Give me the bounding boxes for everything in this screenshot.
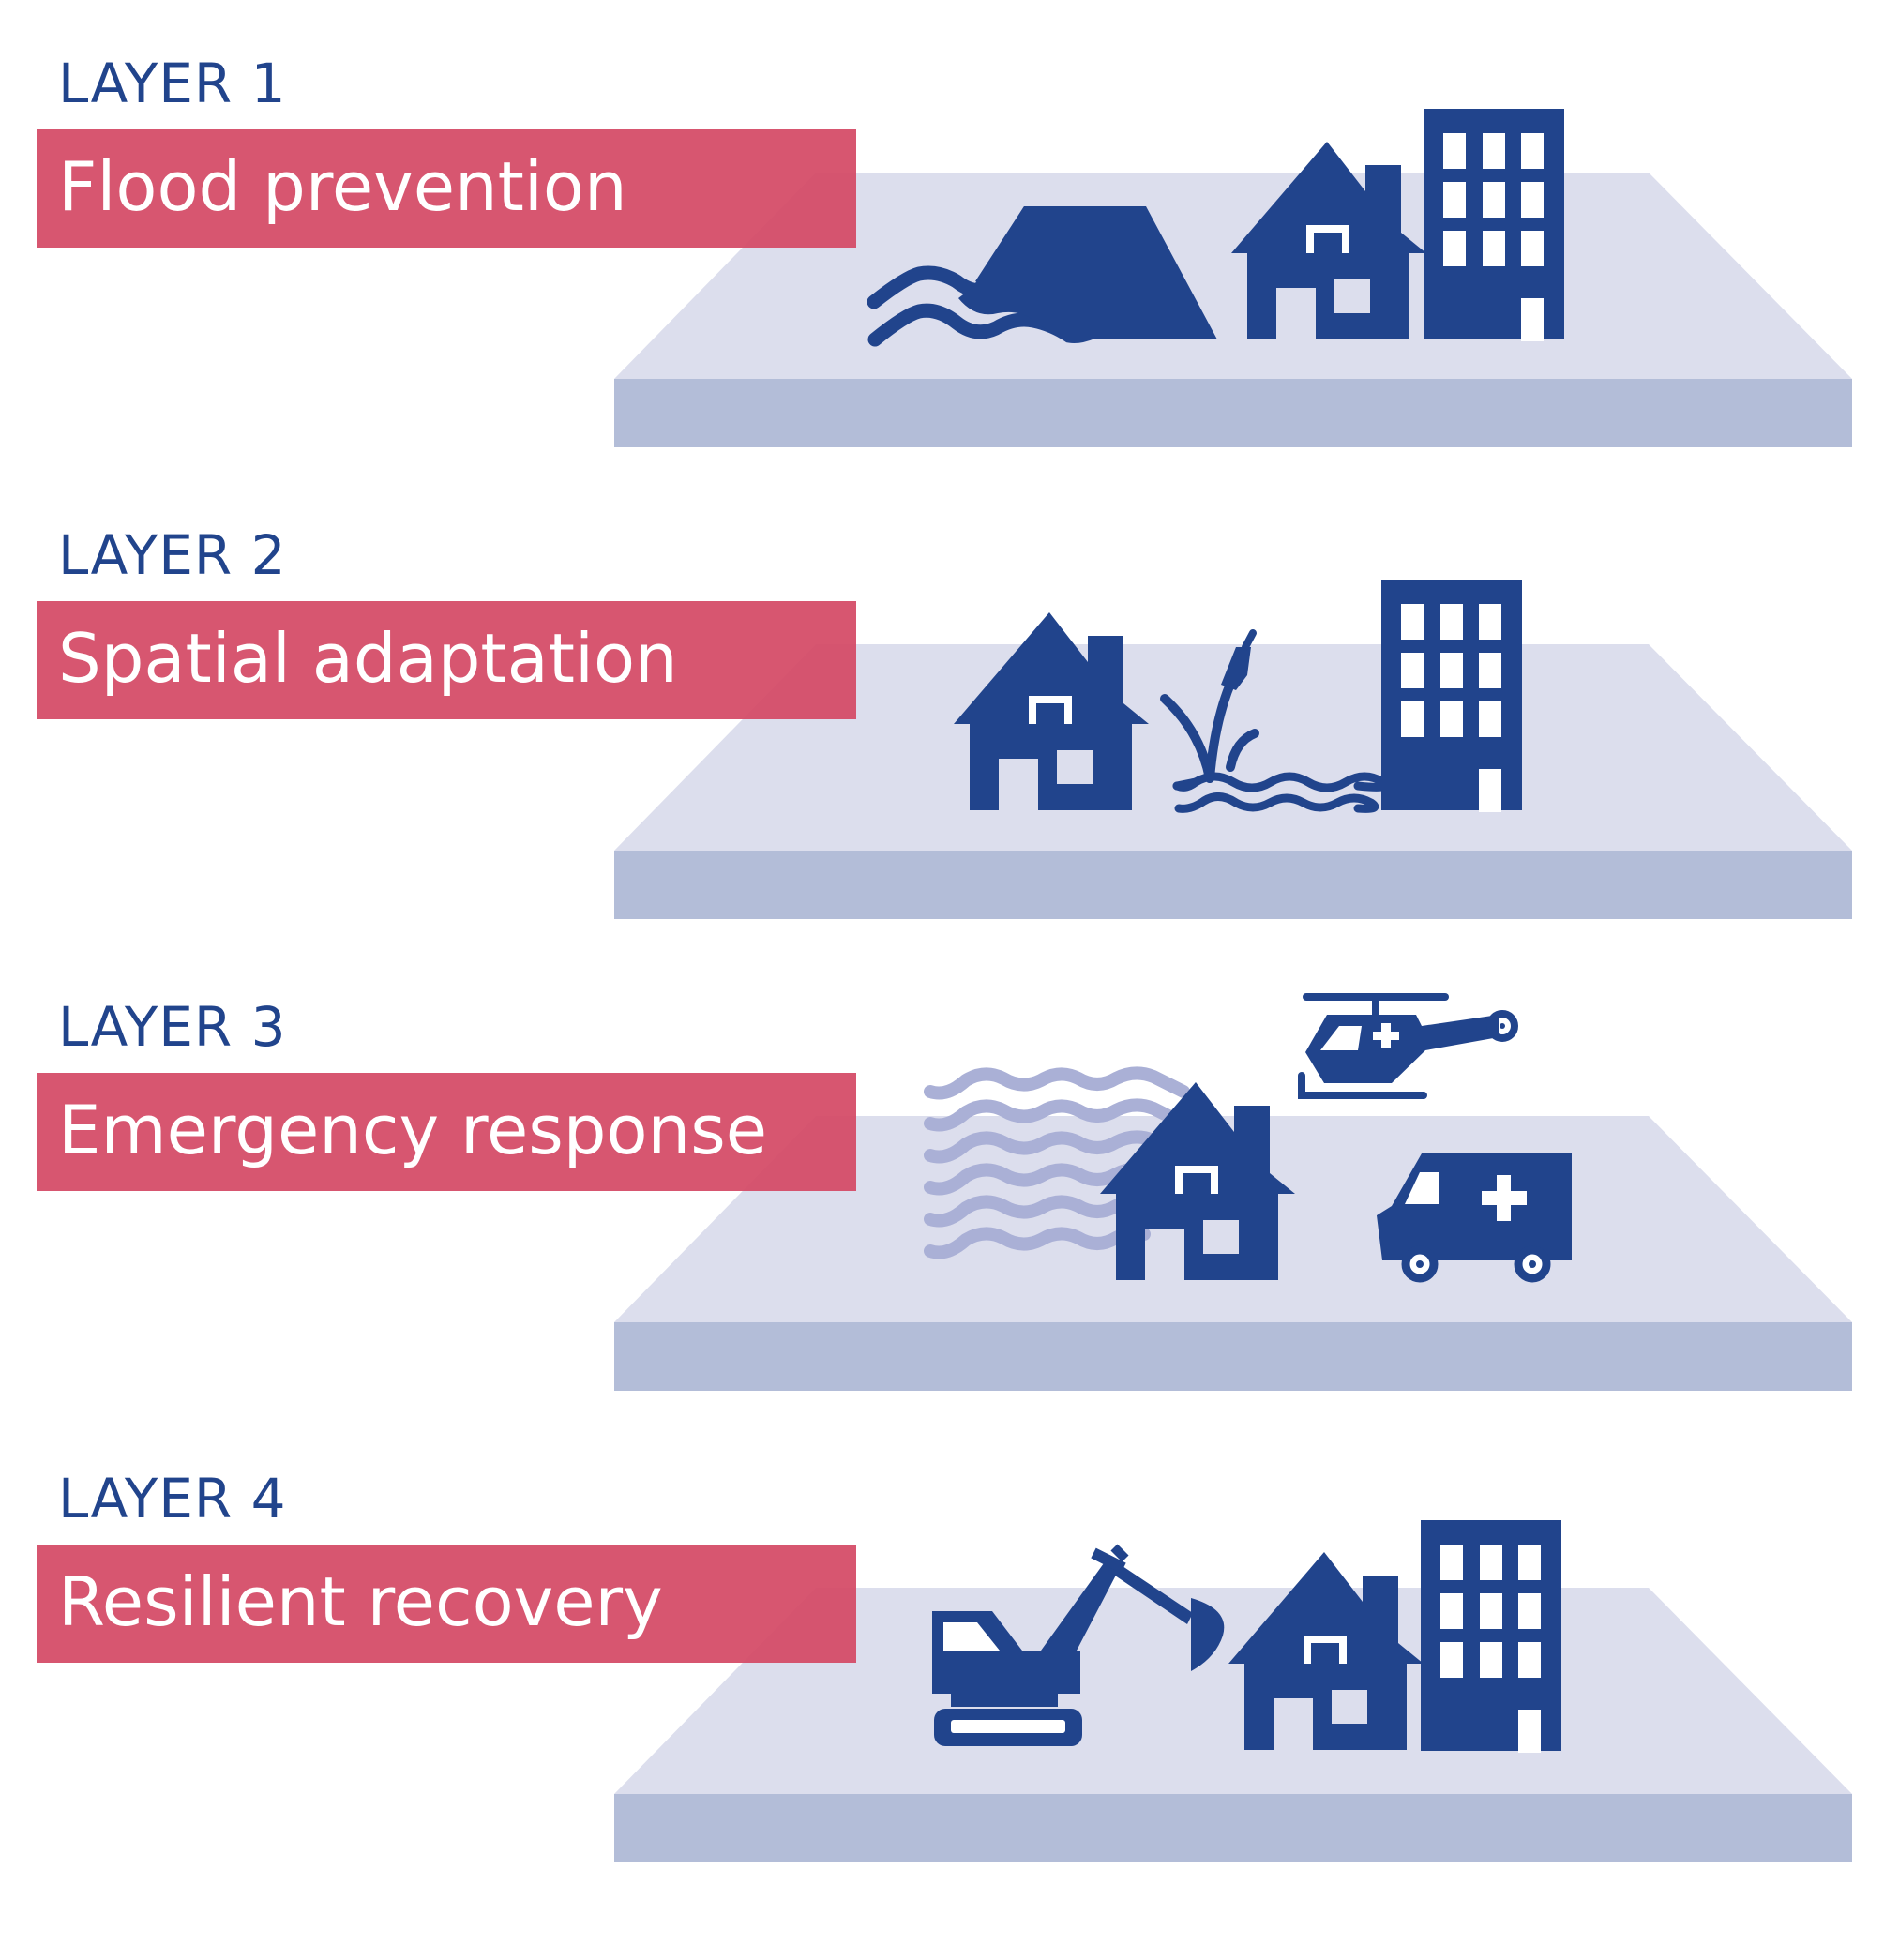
apartment-building-icon <box>1381 580 1522 812</box>
apartment-building-icon <box>1424 109 1564 341</box>
excavator-icon <box>932 1544 1225 1746</box>
banner-layer-4 <box>37 1545 856 1663</box>
banner-layer-3 <box>37 1073 856 1191</box>
ambulance-icon <box>1377 1153 1572 1283</box>
dike-slope <box>975 206 1032 291</box>
banner-layer-1 <box>37 129 856 248</box>
house-icon <box>1231 142 1426 339</box>
dike-icon <box>958 206 1217 339</box>
water-waves-icon <box>1172 772 1390 813</box>
reed-plant-icon <box>1160 629 1259 783</box>
helicopter-icon <box>1298 993 1518 1099</box>
house-icon <box>1228 1552 1424 1750</box>
house-icon <box>954 612 1149 810</box>
apartment-building-icon <box>1421 1520 1561 1753</box>
banner-layer-2 <box>37 601 856 719</box>
